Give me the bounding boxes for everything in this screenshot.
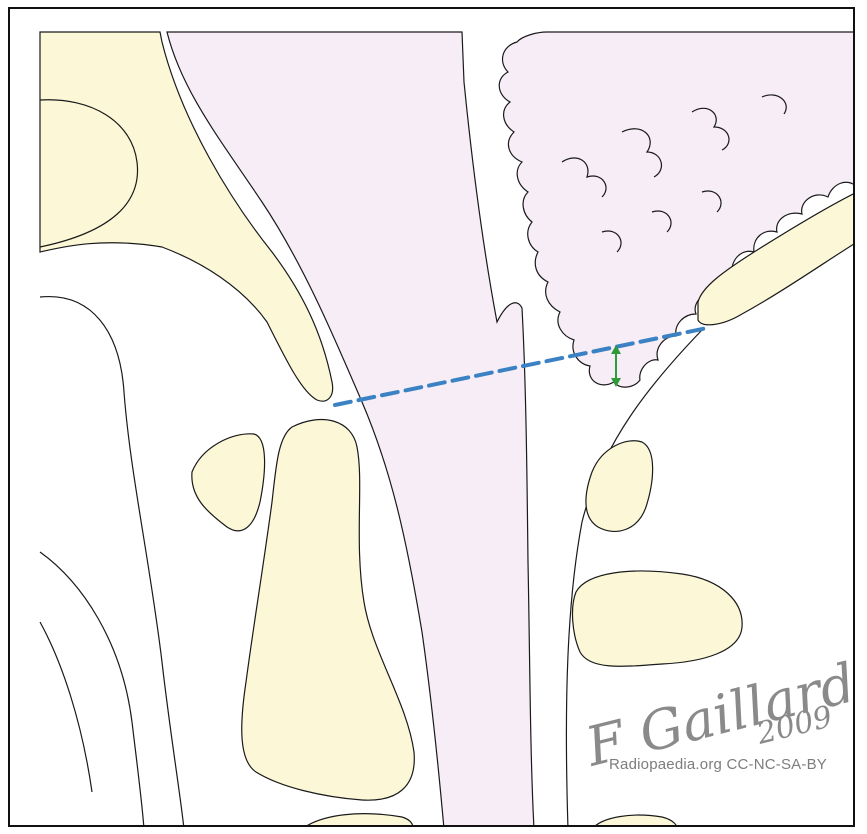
diagram-frame: F Gaillard 2009 Radiopaedia.org CC-NC-SA… (8, 7, 855, 827)
signature-mark: F Gaillard 2009 (10, 9, 855, 827)
credit-text: Radiopaedia.org CC-NC-SA-BY (609, 756, 827, 773)
